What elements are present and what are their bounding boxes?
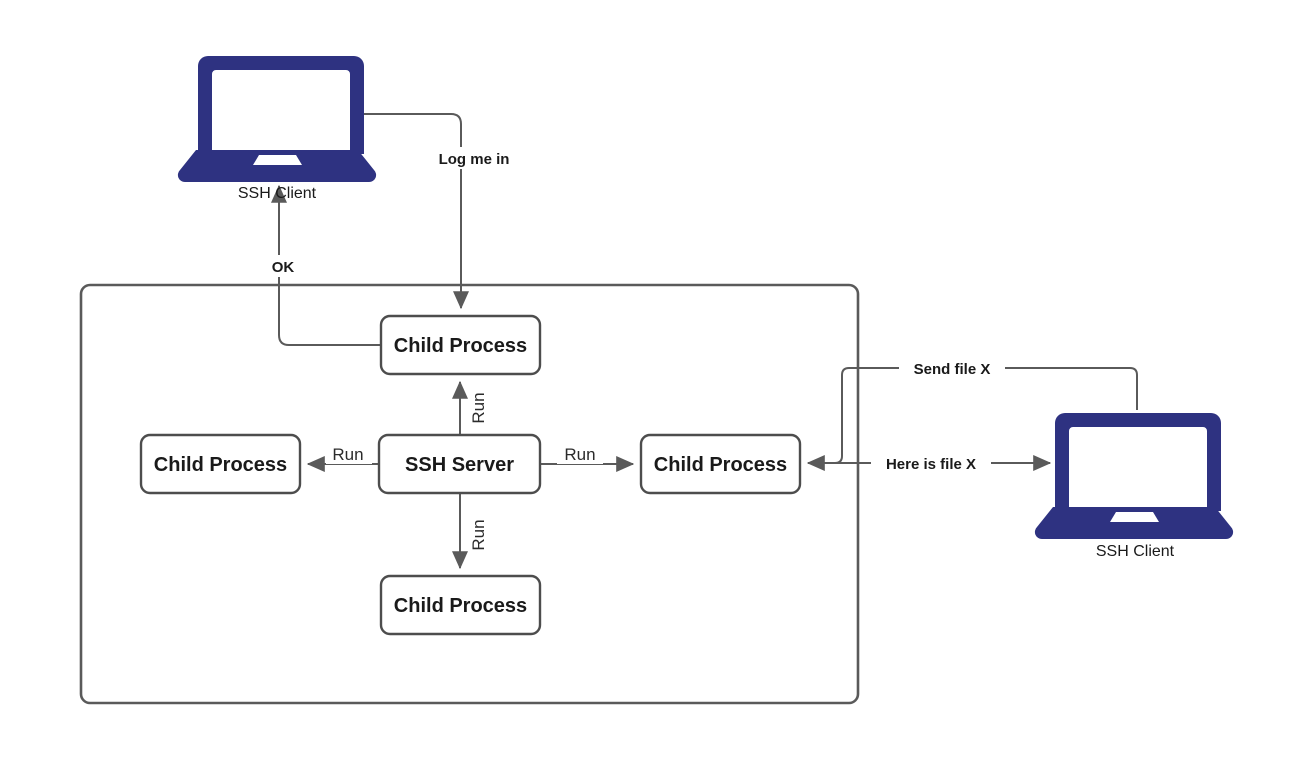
laptop-icon bbox=[1055, 413, 1221, 511]
run-left-text: Run bbox=[332, 445, 363, 464]
edge-ok bbox=[271, 184, 381, 346]
log-me-in-text: Log me in bbox=[439, 151, 510, 168]
edge-log-me-in bbox=[357, 113, 469, 310]
node-ssh-server[interactable]: SSH Server bbox=[377, 433, 542, 495]
label-backdrop bbox=[871, 452, 991, 474]
here-is-file-x-text: Here is file X bbox=[886, 456, 976, 473]
ok-text: OK bbox=[272, 259, 295, 276]
run-right-text: Run bbox=[564, 445, 595, 464]
edge-label-here-is-file-x: Here is file X bbox=[871, 452, 991, 474]
edge-label-run-right: Run bbox=[557, 442, 603, 464]
ssh-server-label: SSH Server bbox=[405, 454, 514, 476]
run-top-text: Run bbox=[469, 392, 488, 423]
laptop-notch-icon bbox=[253, 155, 302, 165]
node-child-process-right[interactable]: Child Process bbox=[639, 433, 802, 495]
ssh-client-top-caption: SSH Client bbox=[238, 185, 317, 202]
label-backdrop bbox=[326, 442, 372, 464]
node-child-process-top[interactable]: Child Process bbox=[379, 314, 542, 376]
node-child-process-left[interactable]: Child Process bbox=[139, 433, 302, 495]
child-process-left-label: Child Process bbox=[154, 454, 287, 476]
child-process-bottom-box[interactable] bbox=[379, 574, 542, 636]
child-process-right-label: Child Process bbox=[654, 454, 787, 476]
label-backdrop bbox=[899, 357, 1005, 379]
send-file-x-text: Send file X bbox=[914, 361, 991, 378]
ssh-client-right: SSH Client bbox=[1034, 413, 1234, 560]
laptop-base-icon bbox=[1034, 507, 1234, 540]
child-process-right-box[interactable] bbox=[639, 433, 802, 495]
server-boundary bbox=[79, 283, 860, 705]
label-backdrop bbox=[557, 442, 603, 464]
edge-label-ok: OK bbox=[264, 255, 302, 277]
edge-label-run-bottom: Run bbox=[469, 519, 488, 550]
label-backdrop bbox=[417, 147, 531, 169]
ssh-client-right-caption: SSH Client bbox=[1096, 543, 1175, 560]
edge-label-run-left: Run bbox=[326, 442, 372, 464]
edge-label-send-file-x: Send file X bbox=[899, 357, 1005, 379]
child-process-left-box[interactable] bbox=[139, 433, 302, 495]
laptop-icon bbox=[198, 56, 364, 154]
laptop-base-icon bbox=[177, 150, 377, 183]
node-child-process-bottom[interactable]: Child Process bbox=[379, 574, 542, 636]
edge-label-run-top: Run bbox=[469, 392, 488, 423]
ssh-server-box[interactable] bbox=[377, 433, 542, 495]
child-process-bottom-label: Child Process bbox=[394, 595, 527, 617]
child-process-top-label: Child Process bbox=[394, 335, 527, 357]
label-backdrop bbox=[264, 255, 302, 277]
ssh-client-top: SSH Client bbox=[177, 56, 377, 202]
laptop-notch-icon bbox=[1110, 512, 1159, 522]
edge-label-log-me-in: Log me in bbox=[417, 147, 531, 169]
child-process-top-box[interactable] bbox=[379, 314, 542, 376]
run-bottom-text: Run bbox=[469, 519, 488, 550]
